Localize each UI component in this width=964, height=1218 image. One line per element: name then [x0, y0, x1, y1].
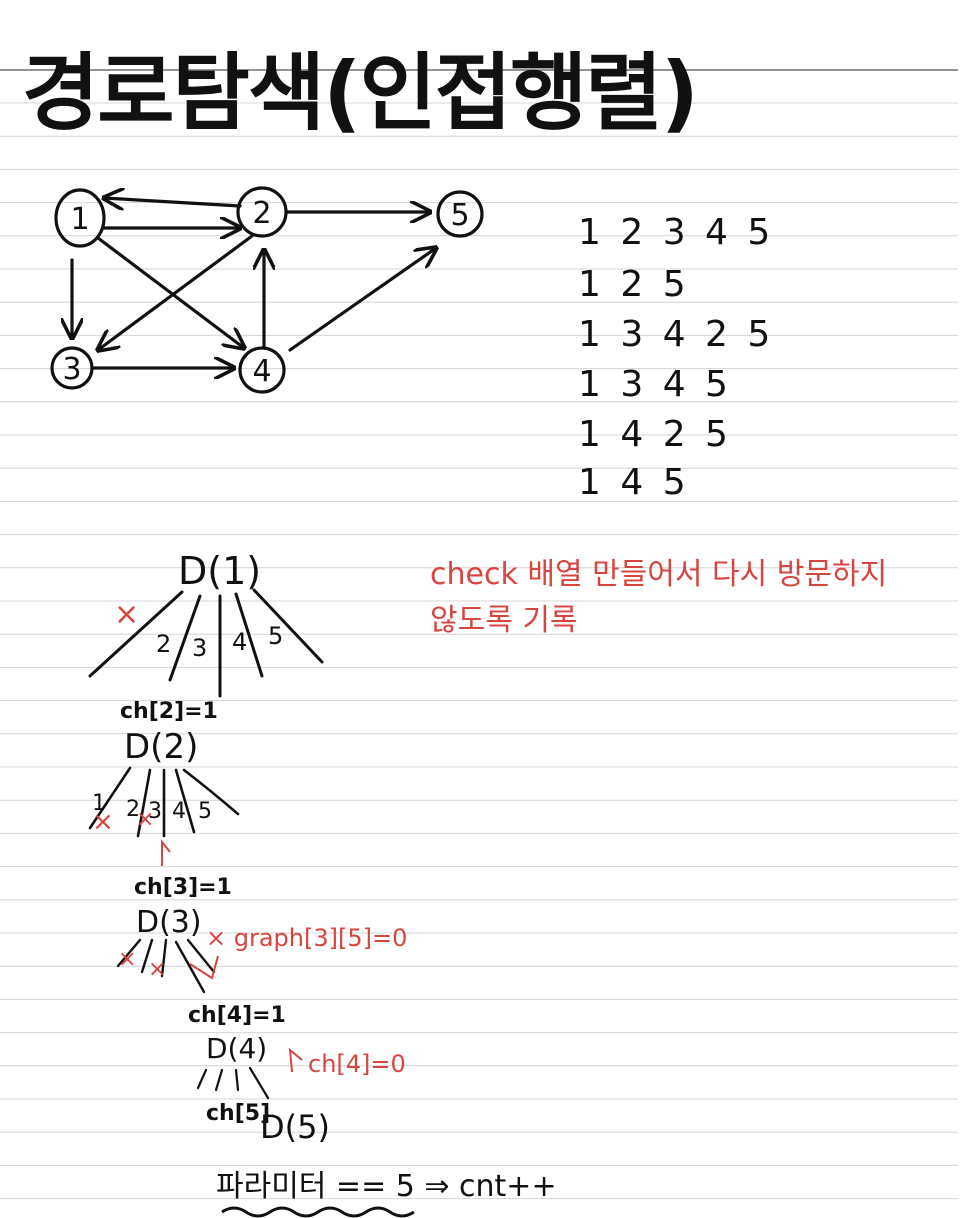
cross-mark: × — [136, 807, 154, 832]
d2-branch — [182, 768, 240, 816]
node-3-label: 3 — [62, 352, 81, 387]
node-4-circle — [238, 346, 286, 394]
d3-branch — [116, 938, 142, 968]
d2-branch-label: 2 — [126, 797, 140, 822]
d2-branch — [174, 768, 196, 834]
node-5-label: 5 — [450, 198, 469, 233]
d2-branch — [136, 768, 152, 838]
d4-branch — [234, 1068, 240, 1092]
directed-graph — [50, 186, 484, 394]
termination-condition: 파라미터 == 5 ⇒ cnt++ — [216, 1169, 557, 1204]
return-arrow — [189, 955, 219, 980]
edge-2-1 — [104, 198, 242, 206]
d3-branch — [186, 938, 216, 974]
check-3: ch[3]=1 — [134, 875, 232, 900]
d2-branch — [88, 766, 132, 830]
d4-branch — [214, 1068, 224, 1092]
node-2-circle — [236, 186, 288, 238]
branch-to-2 — [168, 594, 202, 682]
node-1-circle — [54, 188, 106, 248]
page-title: 경로탐색(인접행렬) — [22, 44, 697, 142]
check-5: ch[5] — [206, 1101, 270, 1126]
d3-branch — [174, 940, 206, 994]
node-d4: D(4) — [206, 1032, 267, 1065]
d4-branch — [248, 1066, 270, 1100]
path-item: 1 2 5 — [578, 264, 690, 305]
check-note-line1: check 배열 만들어서 다시 방문하지 — [430, 557, 887, 592]
branch-to-1 — [88, 590, 184, 678]
path-item: 1 3 4 2 5 — [578, 314, 774, 355]
node-3-circle — [50, 346, 94, 390]
cross-mark: × — [92, 807, 114, 837]
root-branch-label: 2 — [156, 630, 171, 658]
recursion-tree: D(1) 2 3 4 5 × ch[2]=1 D(2) 1 2 3 4 5 × … — [88, 549, 557, 1218]
path-item: 1 3 4 5 — [578, 364, 732, 405]
d2-branch-label: 3 — [148, 799, 162, 824]
d2-branch-label: 5 — [198, 799, 212, 824]
node-2-label: 2 — [252, 196, 271, 231]
branch-to-4 — [234, 592, 264, 678]
d3-branch — [140, 938, 154, 974]
node-5-circle — [436, 190, 484, 238]
node-d3: D(3) — [136, 905, 202, 940]
return-arrow — [161, 839, 171, 866]
path-item: 1 4 5 — [578, 462, 690, 503]
check-note-line2: 않도록 기록 — [430, 603, 578, 638]
d3-branch — [160, 938, 168, 978]
branch-to-5 — [252, 588, 324, 664]
node-1-label: 1 — [70, 202, 89, 237]
path-list: 1 2 3 4 5 1 2 5 1 3 4 2 5 1 3 4 5 1 4 2 … — [578, 212, 774, 503]
root-branch-label: 3 — [192, 634, 207, 662]
ruled-lines — [0, 102, 958, 1200]
cross-mark: × — [148, 957, 166, 982]
cross-mark: × — [114, 597, 139, 632]
return-arrow — [288, 1047, 303, 1073]
node-d5: D(5) — [260, 1108, 330, 1146]
node-d2: D(2) — [124, 727, 198, 767]
path-item: 1 4 2 5 — [578, 414, 732, 455]
check-2: ch[2]=1 — [120, 699, 218, 724]
cross-mark: × — [118, 947, 136, 972]
root-branch-label: 4 — [232, 628, 247, 656]
edge-2-3 — [98, 234, 254, 350]
node-d1: D(1) — [178, 549, 261, 593]
check-4: ch[4]=1 — [188, 1003, 286, 1028]
d2-branch-label: 1 — [92, 791, 106, 816]
edge-4-5 — [288, 248, 436, 352]
path-item: 1 2 3 4 5 — [578, 212, 774, 253]
d2-branch-label: 4 — [172, 799, 186, 824]
edge-1-4 — [96, 236, 244, 348]
ch4-reset-note: ch[4]=0 — [308, 1050, 406, 1078]
d4-branch — [196, 1068, 208, 1090]
underline-squiggle — [221, 1206, 415, 1218]
graph-zero-note: × graph[3][5]=0 — [206, 924, 407, 952]
node-4-label: 4 — [252, 354, 271, 389]
root-branch-label: 5 — [268, 622, 283, 650]
